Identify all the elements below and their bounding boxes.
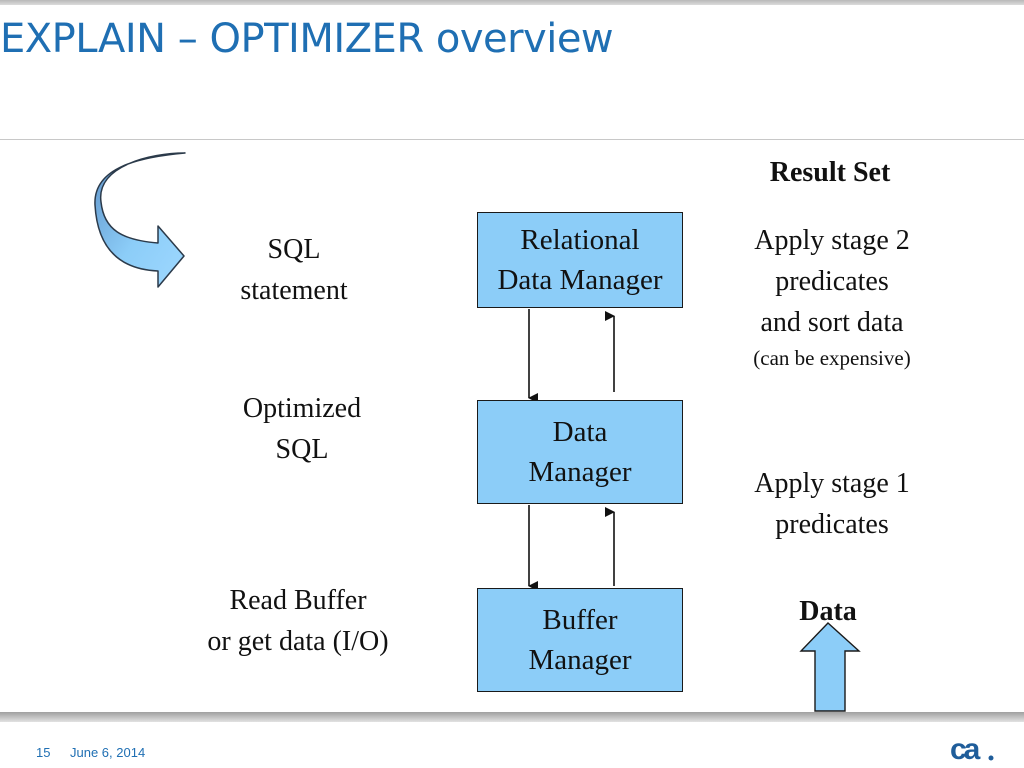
relational-box-line-1: Relational — [520, 224, 640, 256]
top-rule — [0, 0, 1024, 5]
read-buffer-label: Read Buffer or get data (I/O) — [168, 580, 428, 662]
stage2-line-3: and sort data — [760, 307, 904, 338]
curved-arrow-icon — [94, 152, 186, 288]
page-number: 15 — [36, 745, 51, 760]
footer-band — [0, 712, 1024, 722]
result-set-label: Result Set — [769, 157, 891, 188]
stage1-line-1: Apply stage 1 — [754, 468, 910, 499]
stage2-note: (can be expensive) — [753, 346, 911, 370]
footer-date: June 6, 2014 — [70, 745, 146, 760]
optimized-sql-label: Optimized SQL — [202, 388, 402, 470]
buffer-manager-box-line-2: Manager — [528, 644, 632, 676]
sql-statement-line-1: SQL — [267, 234, 321, 265]
data-manager-box: Data Manager — [477, 400, 683, 504]
data-manager-box-line-1: Data — [552, 416, 608, 448]
buffer-manager-box: Buffer Manager — [477, 588, 683, 692]
optimized-sql-line-2: SQL — [275, 434, 329, 465]
relational-box-line-2: Data Manager — [497, 264, 663, 296]
data-label: Data — [799, 596, 857, 627]
data-manager-box-line-2: Manager — [528, 456, 632, 488]
read-buffer-line-1: Read Buffer — [229, 585, 367, 616]
title-divider — [0, 139, 1024, 140]
buffer-manager-box-line-1: Buffer — [542, 604, 618, 636]
stage1-line-2: predicates — [775, 509, 889, 540]
page-title: EXPLAIN – OPTIMIZER overview — [0, 16, 614, 62]
stage1-label: Apply stage 1 predicates — [712, 463, 952, 545]
sql-statement-label: SQL statement — [214, 229, 374, 311]
stage2-line-1: Apply stage 2 — [754, 225, 910, 256]
optimized-sql-line-1: Optimized — [242, 393, 362, 424]
stage2-line-2: predicates — [775, 266, 889, 297]
ca-logo-icon: ca — [950, 734, 994, 764]
stage2-label: Apply stage 2 predicates and sort data (… — [712, 220, 952, 373]
up-arrow-icon — [799, 622, 861, 712]
svg-text:ca: ca — [950, 734, 981, 764]
relational-data-manager-box: Relational Data Manager — [477, 212, 683, 308]
read-buffer-line-2: or get data (I/O) — [207, 626, 389, 657]
sql-statement-line-2: statement — [240, 275, 348, 306]
